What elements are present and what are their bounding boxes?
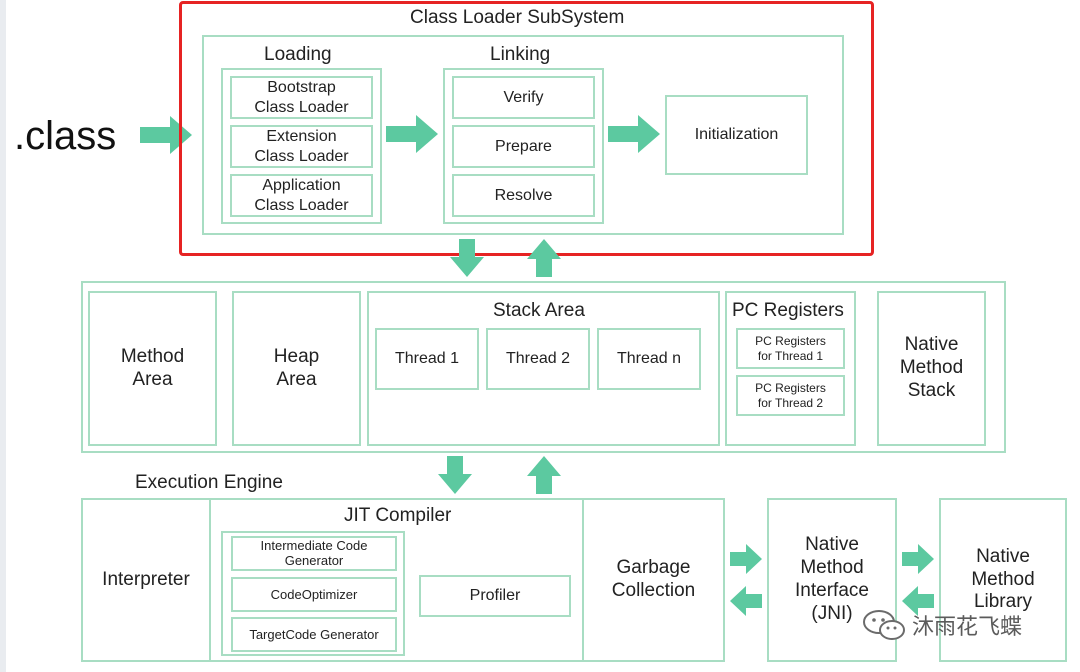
bootstrap-class-loader: Bootstrap Class Loader: [230, 76, 373, 119]
thread-2: Thread 2: [486, 328, 590, 390]
arrow-runtime-to-engine: [438, 456, 472, 494]
watermark-text: 沐雨花飞蝶: [912, 614, 1023, 639]
arrow-library-to-jni: [902, 586, 934, 616]
interpreter: Interpreter: [81, 498, 211, 662]
initialization-step: Initialization: [665, 95, 808, 175]
arrow-loading-to-linking: [386, 115, 438, 153]
thread-n: Thread n: [597, 328, 701, 390]
execution-engine-title: Execution Engine: [135, 472, 283, 493]
resolve-step: Resolve: [452, 174, 595, 217]
application-class-loader: Application Class Loader: [230, 174, 373, 217]
left-edge-strip: [0, 0, 6, 672]
arrow-jni-to-library: [902, 544, 934, 574]
native-method-interface: Native Method Interface (JNI): [767, 498, 897, 662]
pc-registers-title: PC Registers: [732, 300, 844, 321]
arrow-loader-to-runtime: [450, 239, 484, 277]
arrow-linking-to-init: [608, 115, 660, 153]
target-code-generator: TargetCode Generator: [231, 617, 397, 652]
loading-title: Loading: [264, 44, 332, 65]
arrow-engine-to-jni: [730, 544, 762, 574]
watermark: 沐雨花飞蝶: [862, 609, 1022, 641]
garbage-collection: Garbage Collection: [582, 498, 725, 662]
linking-title: Linking: [490, 44, 551, 65]
pc-register-thread-2: PC Registers for Thread 2: [736, 375, 845, 416]
native-method-library: Native Method Library: [939, 498, 1067, 662]
subsystem-title: Class Loader SubSystem: [410, 7, 625, 28]
wechat-icon: [863, 610, 905, 640]
heap-area: Heap Area: [232, 291, 361, 446]
thread-1: Thread 1: [375, 328, 479, 390]
profiler: Profiler: [419, 575, 571, 617]
arrow-jni-to-engine: [730, 586, 762, 616]
arrow-runtime-to-loader: [527, 239, 561, 277]
extension-class-loader: Extension Class Loader: [230, 125, 373, 168]
intermediate-code-generator: Intermediate Code Generator: [231, 536, 397, 571]
native-method-stack: Native Method Stack: [877, 291, 986, 446]
subsystem-highlight-border: [179, 1, 874, 256]
code-optimizer: CodeOptimizer: [231, 577, 397, 612]
stack-area-title: Stack Area: [493, 300, 585, 321]
jit-compiler-title: JIT Compiler: [344, 505, 452, 526]
method-area: Method Area: [88, 291, 217, 446]
verify-step: Verify: [452, 76, 595, 119]
class-file-label: .class: [14, 114, 117, 158]
prepare-step: Prepare: [452, 125, 595, 168]
arrow-engine-to-runtime: [527, 456, 561, 494]
pc-register-thread-1: PC Registers for Thread 1: [736, 328, 845, 369]
